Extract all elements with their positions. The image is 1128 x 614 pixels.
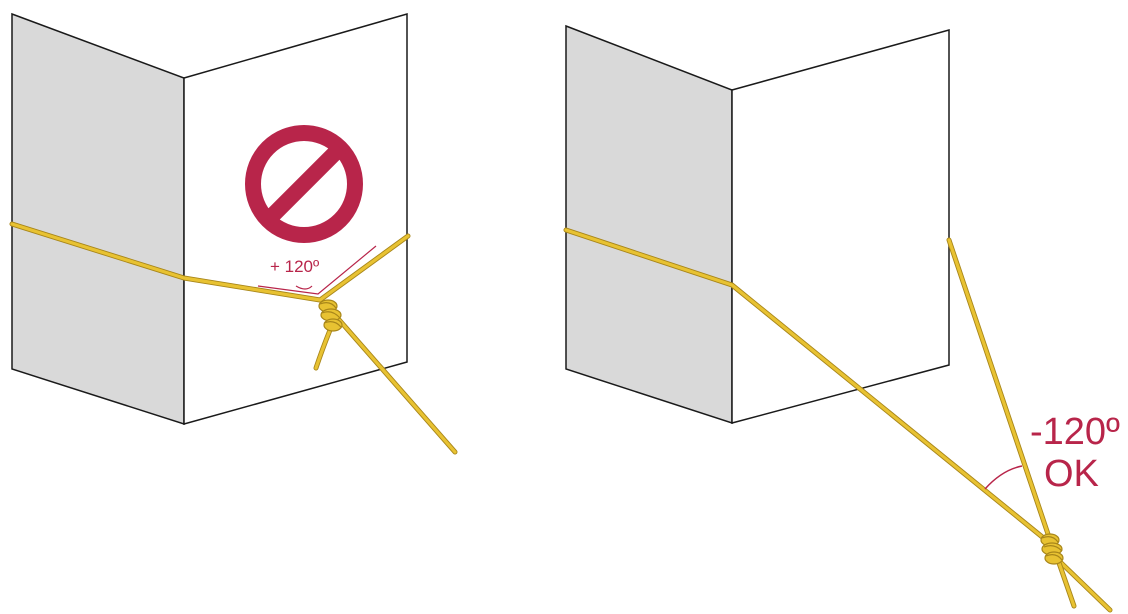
right-angle-arc [984, 465, 1023, 490]
right-corner-light-wall [731, 29, 950, 424]
prohibited-sign-icon [245, 125, 363, 243]
left-corner-shaded-wall [11, 12, 185, 426]
left-knot [318, 299, 343, 332]
left-angle-label: + 120º [270, 257, 319, 276]
left-figure: + 120º [9, 12, 458, 455]
right-rope [563, 227, 1113, 613]
left-angle-mark [257, 245, 377, 295]
right-status-label: OK [1044, 453, 1099, 495]
right-figure: -120º OK [563, 24, 1120, 613]
left-rope [9, 221, 458, 455]
right-corner-shaded-wall [565, 24, 733, 425]
right-knot [1040, 533, 1064, 565]
right-angle-label: -120º [1030, 411, 1120, 453]
left-corner-light-wall [183, 13, 408, 425]
